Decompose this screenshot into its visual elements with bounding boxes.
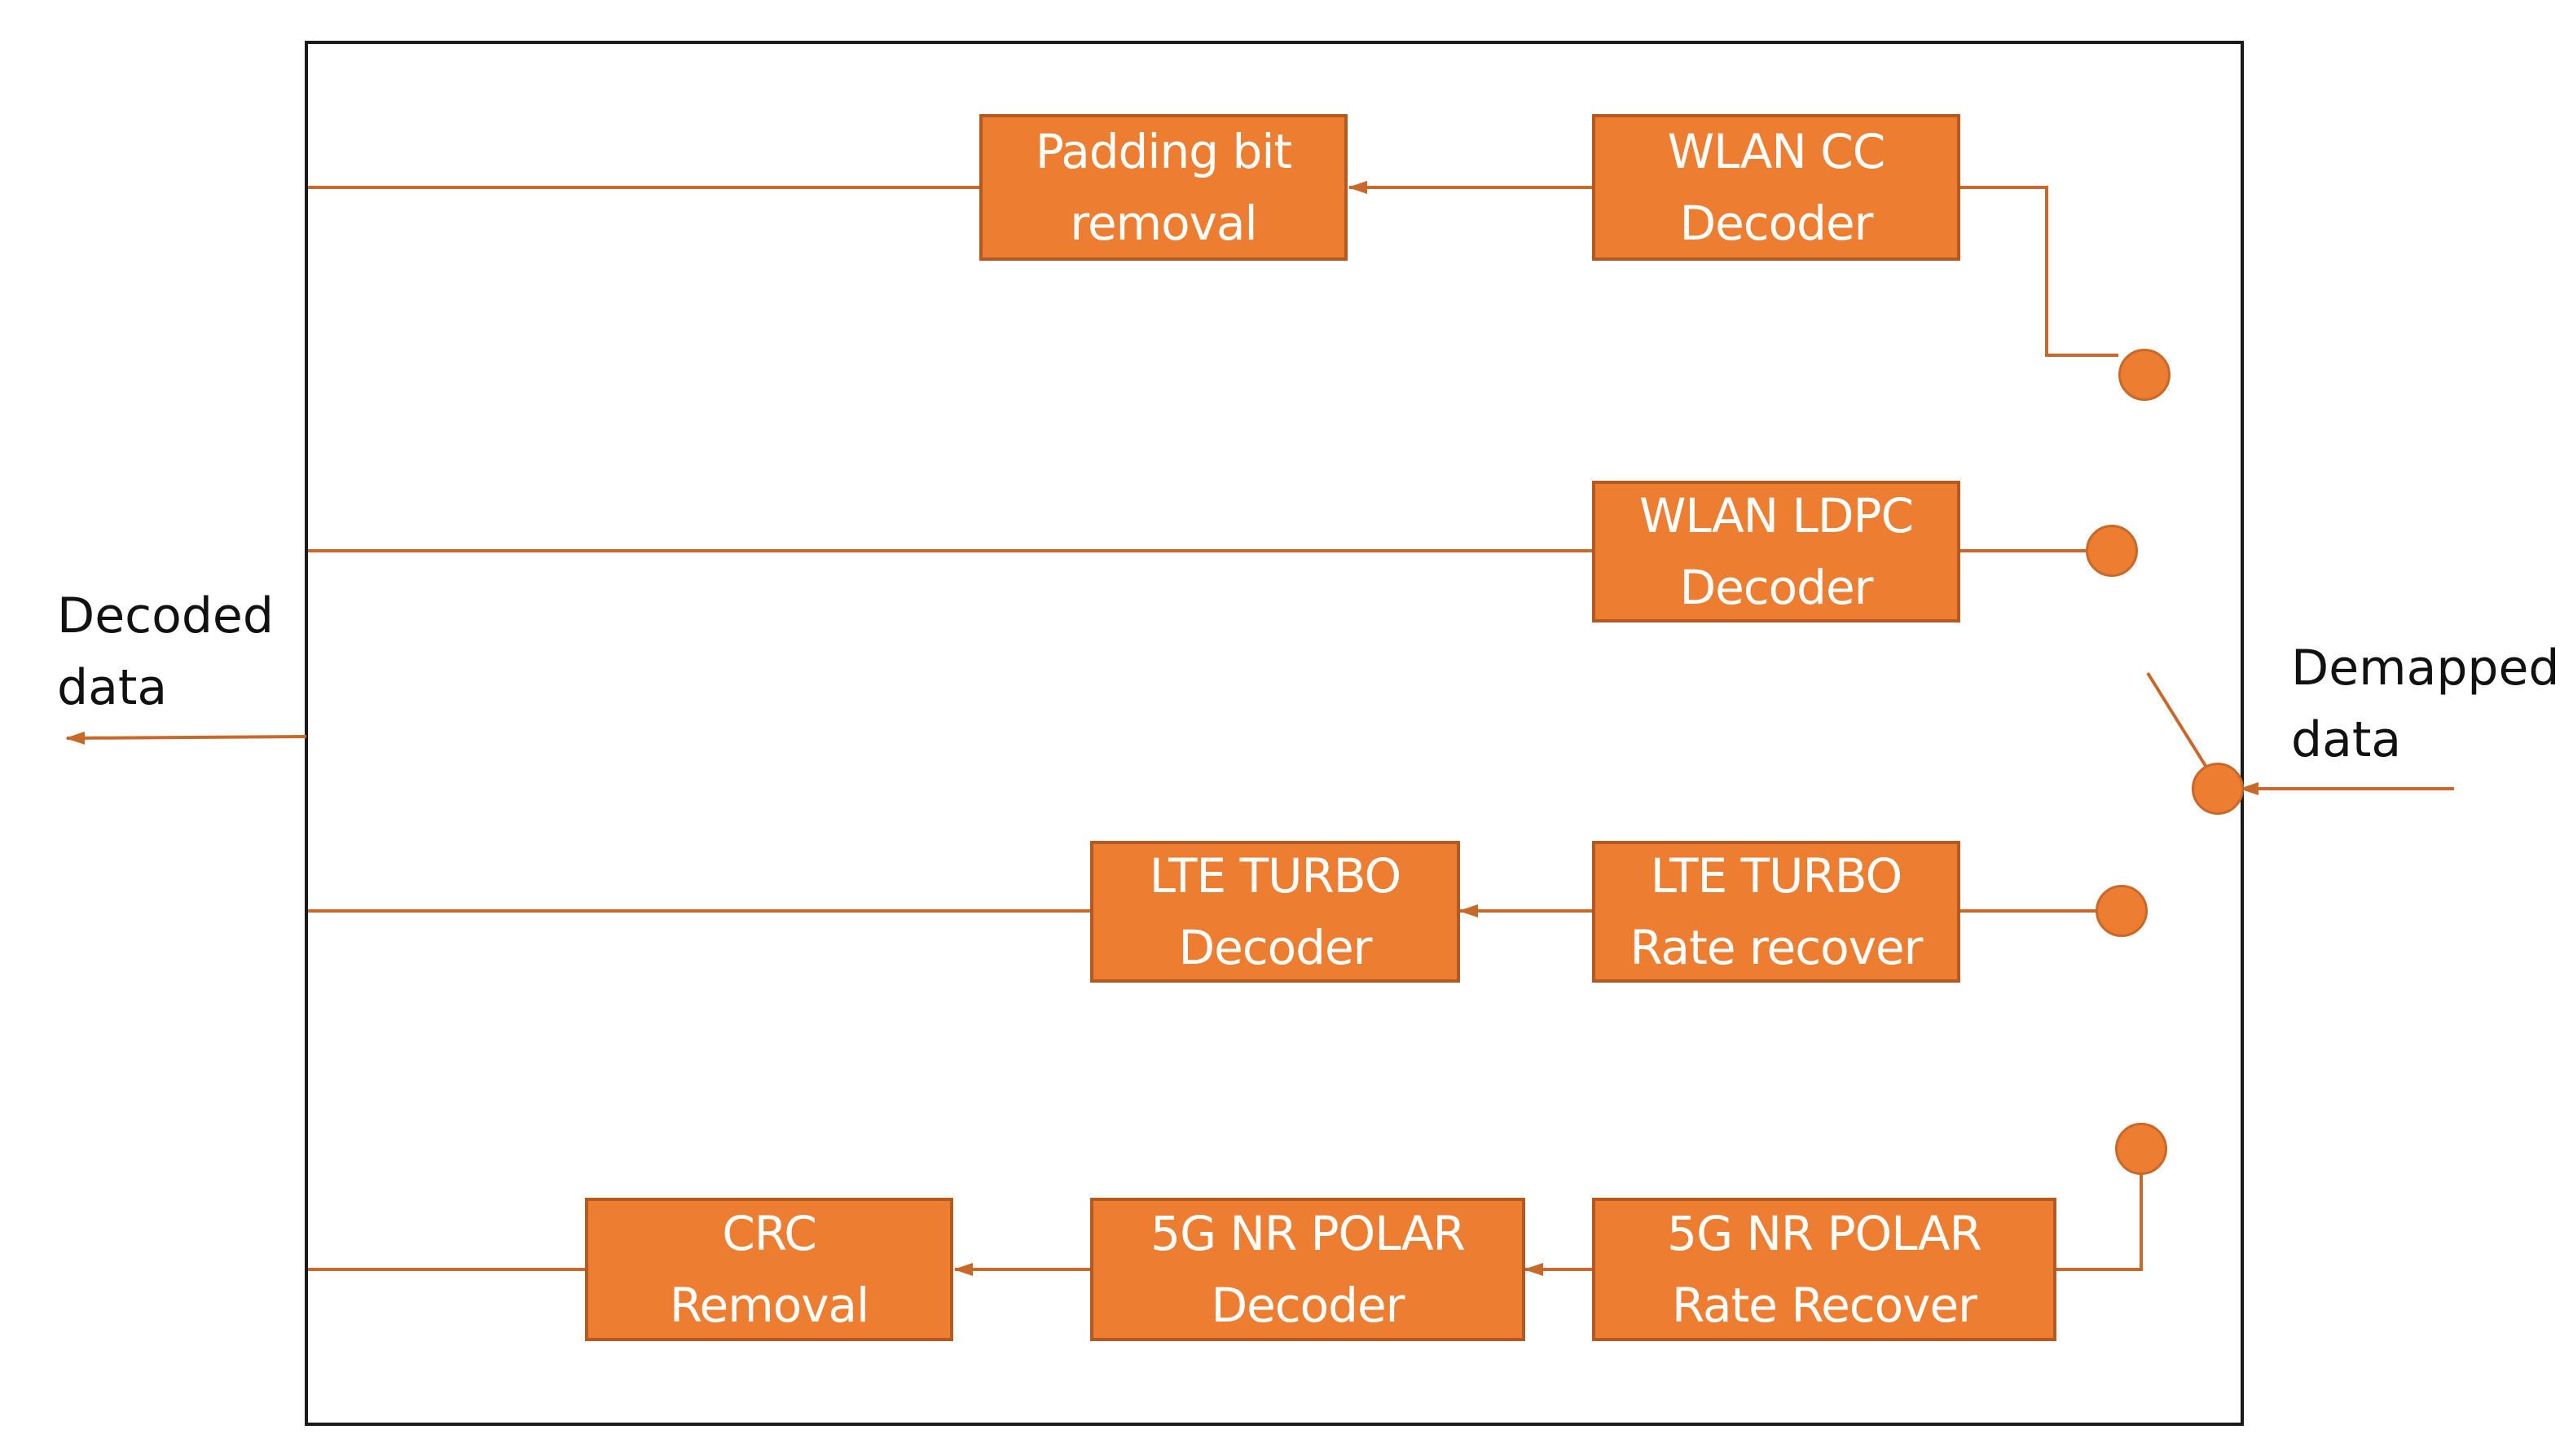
line-polar-rate-to-node4: [2055, 1173, 2143, 1271]
connector-lines: [65, 181, 2454, 1276]
decoded-data-label: Decoded data: [57, 587, 274, 716]
arrow-decoded-output: [65, 731, 307, 745]
switch-pivot-node[interactable]: [2192, 763, 2244, 815]
wlan-cc-decoder-block: WLAN CC Decoder: [1592, 114, 1960, 261]
padding-bit-removal-block: Padding bit removal: [979, 114, 1348, 261]
line-wlan-cc-to-node1: [1959, 186, 2118, 357]
demapped-data-label: Demapped data: [2291, 640, 2560, 768]
switch-arm: [2146, 671, 2211, 774]
switch-node-nr-polar[interactable]: [2115, 1123, 2167, 1175]
wlan-ldpc-decoder-block: WLAN LDPC Decoder: [1592, 481, 1960, 622]
nr-polar-decoder-block: 5G NR POLAR Decoder: [1090, 1198, 1525, 1341]
switch-node-wlan-cc[interactable]: [2118, 349, 2171, 401]
lte-turbo-decoder-block: LTE TURBO Decoder: [1090, 841, 1460, 983]
lte-turbo-rate-recover-block: LTE TURBO Rate recover: [1592, 841, 1960, 983]
decoder-frame: [305, 41, 2244, 1426]
crc-removal-block: CRC Removal: [585, 1198, 953, 1341]
nr-polar-rate-recover-block: 5G NR POLAR Rate Recover: [1592, 1198, 2056, 1341]
switch-node-wlan-ldpc[interactable]: [2086, 525, 2138, 577]
switch-node-lte-turbo[interactable]: [2096, 885, 2148, 937]
